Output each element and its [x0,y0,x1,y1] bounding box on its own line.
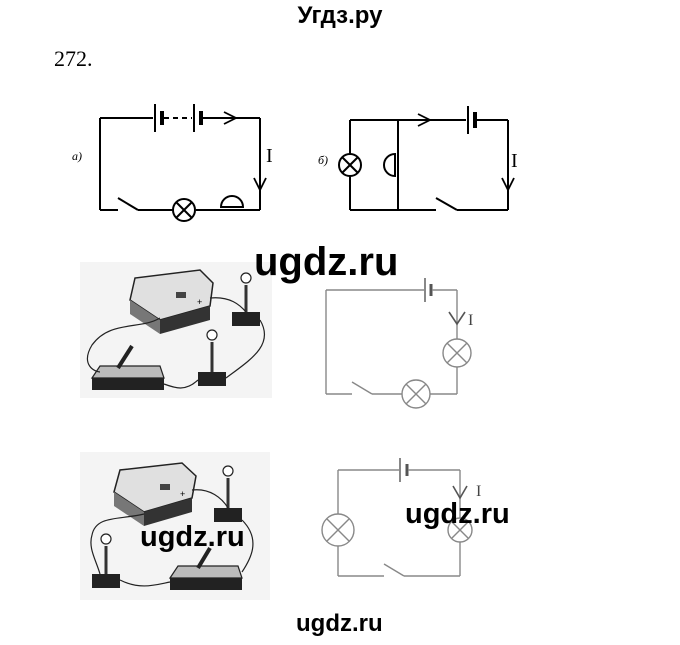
watermark-big: ugdz.ru [254,240,399,284]
switch-block-g [170,578,242,590]
bell-b [383,152,396,178]
circuit-a-label: а) [72,149,82,163]
circuit-v: I [325,278,473,409]
switch-b [435,197,458,211]
switch-g [383,563,405,577]
lamp-stand-v1 [232,312,260,326]
watermark-footer: ugdz.ru [296,610,383,637]
switch-block-v [92,378,164,390]
current-b-label: I [511,150,518,172]
arrow-a-right [253,177,267,193]
arrow-a-top [223,111,239,125]
circuit-a: а) I [72,104,273,222]
current-a-label: I [266,145,273,167]
circuit-b-label: б) [318,153,328,167]
arrow-g [452,485,468,500]
apparatus-g: г) + [80,452,270,600]
arrow-v [448,311,466,326]
arrow-b-top [417,113,433,127]
problem-number: 272. [54,46,93,71]
arrow-b-right [501,177,515,193]
watermark-mid-right: ugdz.ru [405,498,510,530]
circuit-g: I [321,458,481,577]
watermark-mid-left: ugdz.ru [140,521,245,553]
current-v-label: I [468,312,473,329]
lamp-stand-v2 [198,372,226,386]
lamp-stand-g1 [214,508,242,522]
apparatus-v: в) + [80,262,272,398]
svg-text:+: + [180,489,185,499]
svg-text:+: + [197,297,202,307]
switch-a [117,197,139,211]
current-g-label: I [476,483,481,500]
bell-a [219,195,245,208]
site-title: Угдз.ру [297,2,383,29]
circuit-b: б) I [318,106,518,211]
switch-v [351,381,373,395]
lamp-stand-g2 [92,574,120,588]
